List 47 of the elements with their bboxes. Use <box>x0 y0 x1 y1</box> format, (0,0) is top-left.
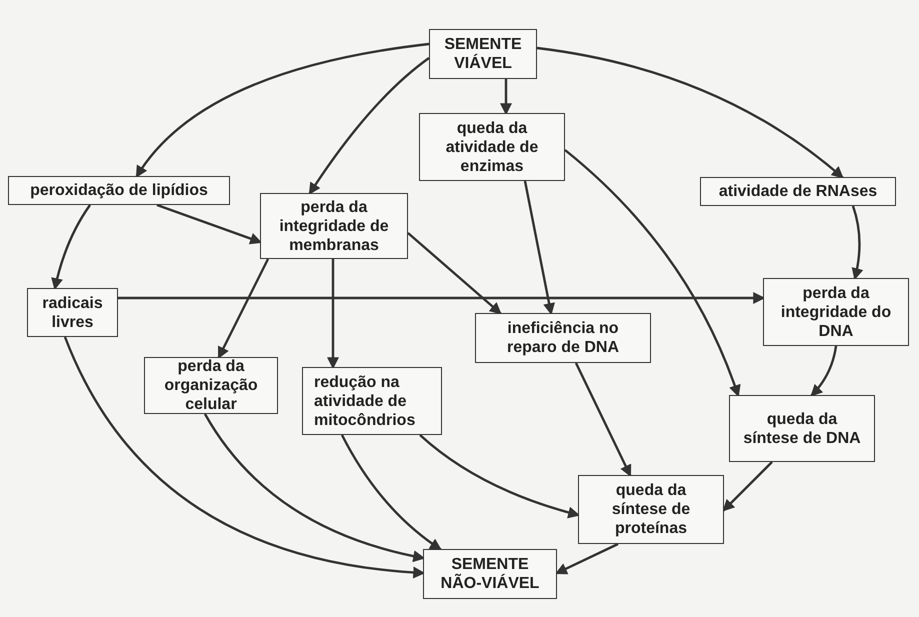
process-box <box>144 357 278 414</box>
arrow <box>536 46 844 179</box>
arrow <box>722 461 773 512</box>
arrow <box>564 149 740 398</box>
node-text: queda da síntese de proteínas <box>610 481 692 538</box>
node-text: queda da síntese de DNA <box>742 410 862 448</box>
arrow <box>64 336 426 578</box>
arrow <box>851 206 864 280</box>
process-box <box>475 313 651 363</box>
process-box <box>419 113 565 181</box>
process-box <box>27 288 118 337</box>
arrow <box>810 346 838 397</box>
process-box <box>423 549 557 599</box>
process-box <box>8 176 230 205</box>
arrow <box>217 258 270 359</box>
node-text: atividade de RNAses <box>718 182 878 201</box>
process-box <box>429 29 537 79</box>
node-text: peroxidação de lipídios <box>30 181 208 200</box>
node-text: perda da integridade do DNA <box>780 284 892 340</box>
arrow <box>118 292 766 304</box>
node-text: perda da integridade de membranas <box>278 198 390 254</box>
arrow <box>524 180 555 316</box>
node-text: ineficiência no reparo de DNA <box>506 319 620 357</box>
arrow <box>204 413 426 562</box>
node-text: redução na atividade de mitocôndrios <box>314 372 416 430</box>
arrow <box>308 57 430 195</box>
arrow <box>156 204 262 244</box>
node-text: perda da organização celular <box>163 357 259 414</box>
process-box <box>578 475 724 544</box>
arrow <box>574 362 632 477</box>
arrow <box>51 204 91 290</box>
arrow <box>136 42 430 178</box>
arrow <box>340 434 442 551</box>
process-box <box>729 395 875 462</box>
arrow <box>555 542 619 575</box>
process-box <box>260 193 408 259</box>
process-box <box>763 278 909 346</box>
arrow <box>407 232 502 315</box>
arrow <box>419 434 580 518</box>
process-box <box>700 177 896 206</box>
node-text: SEMENTE VIÁVEL <box>443 35 523 73</box>
node-text: SEMENTE NÃO-VIÁVEL <box>440 555 540 593</box>
process-box <box>302 367 442 435</box>
arrow <box>500 79 512 116</box>
node-text: radicais livres <box>41 294 104 332</box>
arrow <box>327 259 339 370</box>
node-text: queda da atividade de enzimas <box>444 118 540 176</box>
